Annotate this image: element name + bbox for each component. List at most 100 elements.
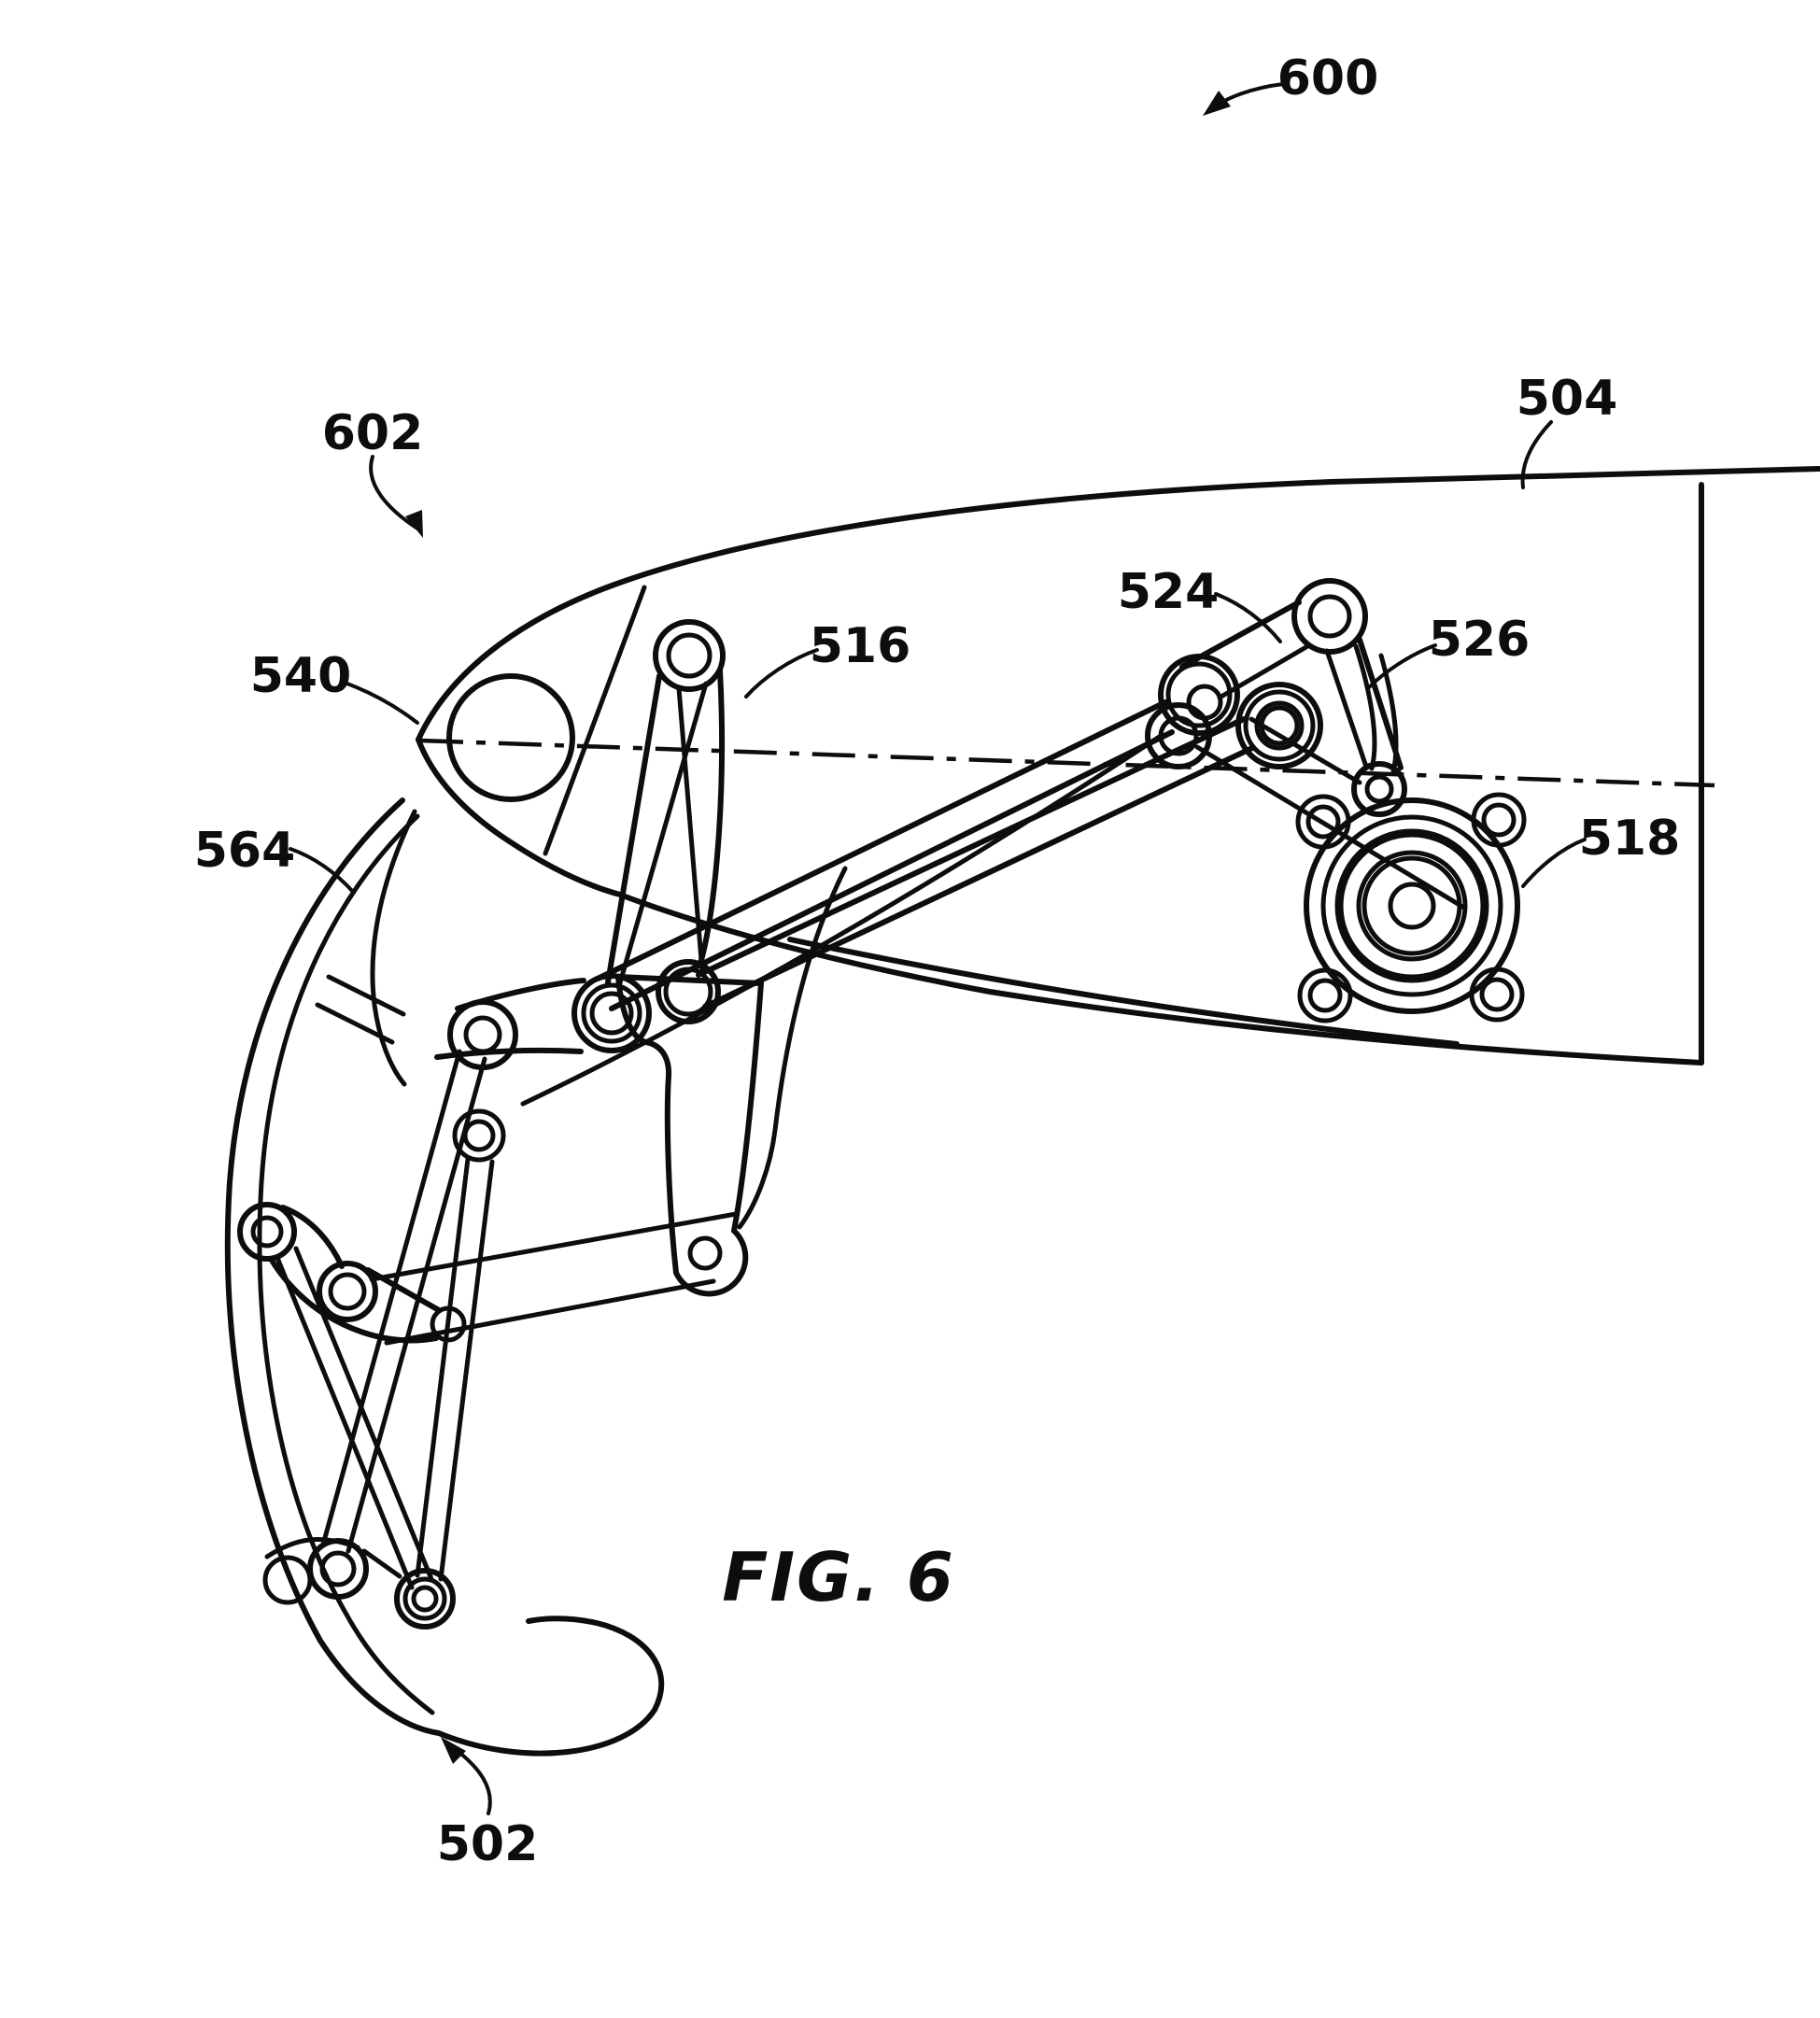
- actuator-518: [1295, 792, 1527, 1023]
- pivot-m-ring: [402, 1576, 447, 1621]
- slat-rib-line-1: [326, 974, 406, 1017]
- wing-lower-inner-line: [787, 937, 1460, 1047]
- nose-spar-circle-540: [446, 673, 575, 802]
- ref-label-600: 600: [1277, 50, 1379, 106]
- link-516-top-hole: [666, 632, 712, 679]
- diagonal-to-actuator: [1194, 744, 1467, 910]
- bell-crank-left-inner: [1217, 642, 1312, 700]
- pivot-h-hole: [328, 1272, 367, 1311]
- leader-602: [369, 455, 419, 530]
- drop-link-2-edge-a: [415, 1156, 471, 1578]
- pulley-o-hub-outer: [1254, 700, 1305, 751]
- bell-crank-left-edge: [1179, 600, 1302, 670]
- link-516-right-edge: [698, 668, 726, 967]
- figure-caption: FIG. 6: [722, 1538, 955, 1616]
- wing-airfoil-outline: [416, 466, 1820, 1065]
- slat-inner-skin: [257, 813, 435, 1715]
- wing-lower-surface: [617, 892, 1704, 1065]
- cluster-top-edge: [264, 1537, 360, 1559]
- pivot-k-hole: [262, 1555, 313, 1605]
- wing-upper-surface: [416, 466, 1820, 742]
- ref-label-524: 524: [1118, 564, 1220, 620]
- link-516-inner-line-2: [616, 681, 709, 989]
- ref-label-526: 526: [1429, 612, 1531, 668]
- leader-518: [1521, 838, 1587, 888]
- pulley-n1-hole: [1186, 684, 1223, 721]
- arrowhead-602: [405, 510, 423, 538]
- link-526-clevis-outer: [1351, 761, 1407, 817]
- leader-524: [1214, 592, 1282, 643]
- actuator-bolt-bl: [1307, 978, 1343, 1013]
- link-526-edge-a: [1353, 643, 1377, 771]
- link-526: [1351, 643, 1407, 817]
- drop-link-1-edge-b: [346, 1056, 487, 1554]
- actuator-lobe-tl: [1295, 794, 1351, 850]
- link-516-inner-line-1: [676, 685, 705, 974]
- actuator-lobe-tr: [1471, 792, 1527, 848]
- leader-526: [1366, 643, 1437, 690]
- leader-540: [343, 681, 419, 725]
- drop-link-3-edge-a: [275, 1255, 415, 1590]
- drop-link-3-edge-b: [293, 1246, 434, 1582]
- link-526-clevis-hole: [1364, 774, 1394, 804]
- actuator-shaft-hole: [1388, 882, 1436, 930]
- link-516-left-edge: [605, 673, 662, 985]
- slat-outer-skin: [224, 797, 442, 1736]
- actuator-bolt-tl: [1305, 804, 1341, 840]
- arrowhead-502: [441, 1737, 466, 1764]
- pivot-d-hole: [463, 1015, 502, 1054]
- pivot-m-hole: [411, 1585, 439, 1613]
- actuator-lobe-bl: [1297, 967, 1353, 1023]
- leader-516: [744, 648, 819, 699]
- wing-nose-lower-surface: [416, 737, 623, 897]
- bell-crank-top-hole: [1307, 594, 1352, 639]
- pivot-b-hole: [589, 991, 634, 1036]
- actuator-ring-1: [1334, 828, 1489, 983]
- ref-label-502: 502: [437, 1816, 539, 1872]
- cluster-link-edge: [361, 1548, 402, 1579]
- link-526-edge-b: [1378, 653, 1399, 775]
- ref-label-504: 504: [1517, 371, 1618, 427]
- pivot-f-hole: [687, 1235, 723, 1271]
- actuator-flange-ring: [1320, 814, 1503, 997]
- slat-hook-tip: [436, 1616, 665, 1757]
- ref-label-518: 518: [1579, 811, 1681, 867]
- pivot-g-hole: [250, 1215, 284, 1249]
- actuator-bolt-br: [1479, 977, 1515, 1012]
- leader-504: [1520, 420, 1553, 489]
- pivot-h-outer: [317, 1261, 378, 1322]
- actuator-outer-body: [1304, 797, 1520, 1014]
- ref-label-516: 516: [810, 618, 911, 674]
- pulley-o-ring: [1243, 689, 1316, 762]
- actuator-lobe-br: [1469, 967, 1525, 1023]
- pivot-b-outer: [571, 973, 652, 1053]
- chord-centerline: [419, 738, 1715, 788]
- drop-link-2-edge-b: [438, 1159, 495, 1582]
- link-516: [605, 619, 726, 989]
- diagonal-to-clevis: [1249, 716, 1362, 785]
- arm-to-plate-lower: [384, 1278, 716, 1346]
- actuator-ring-2: [1338, 832, 1486, 980]
- actuator-hub-ring: [1361, 855, 1462, 956]
- pulley-o-hub-hole: [1259, 705, 1300, 746]
- ref-label-564: 564: [194, 823, 296, 879]
- pulley-n1-ring: [1165, 661, 1233, 728]
- pulley-n3-outer: [1145, 702, 1212, 769]
- pivot-b-ring: [581, 982, 642, 1044]
- actuator-bolt-tr: [1481, 802, 1517, 838]
- plate-rear-edge-extension: [737, 866, 848, 1230]
- slat-linkage: [237, 1049, 739, 1630]
- bell-crank-top-eye: [1291, 578, 1368, 655]
- arm-to-plate-upper: [369, 1211, 739, 1282]
- slat-aft-face: [370, 809, 417, 1087]
- triangle-plate-top-edge: [280, 1205, 345, 1269]
- ref-label-602: 602: [322, 405, 424, 461]
- bell-crank-right-inner: [1324, 648, 1369, 769]
- pivot-g-outer: [237, 1202, 297, 1262]
- pivot-l-hole: [319, 1550, 357, 1588]
- pivot-e-hole: [462, 1119, 496, 1152]
- slat-rib-line-2: [315, 1002, 395, 1045]
- link-516-top-eye: [653, 619, 726, 692]
